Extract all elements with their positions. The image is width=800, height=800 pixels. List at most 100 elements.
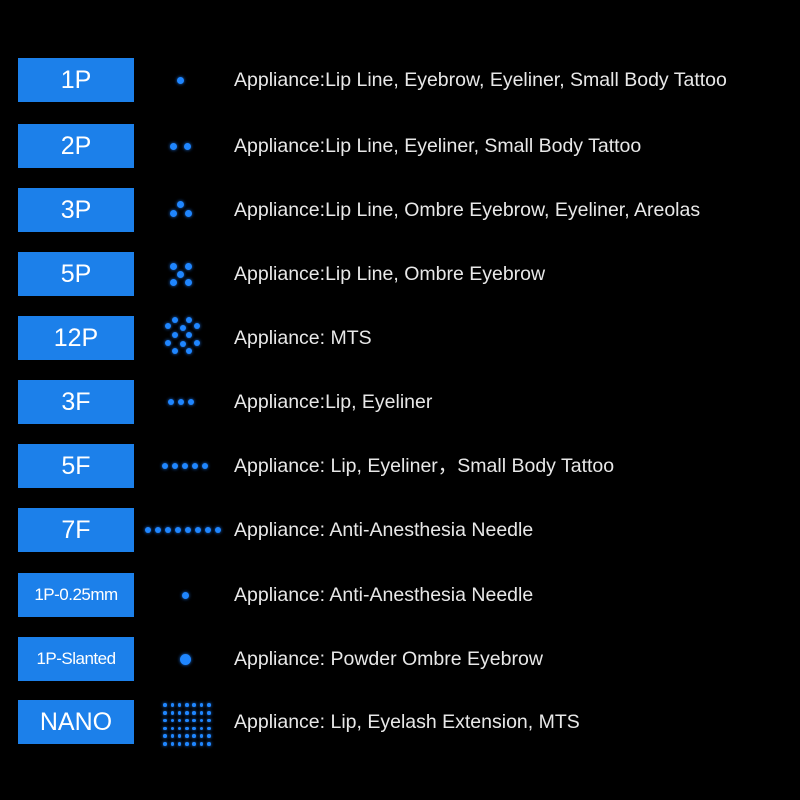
needle-row: 1P-Slanted Appliance: Powder Ombre Eyebro…: [0, 637, 800, 681]
needle-dot: [192, 711, 196, 715]
needle-dot: [175, 527, 181, 533]
needle-type-badge: 12P: [18, 316, 134, 360]
needle-dot: [185, 718, 189, 723]
needle-type-badge: NANO: [18, 700, 134, 744]
needle-row: NANO Appliance: Lip, Eyelash Extension, M…: [0, 700, 800, 746]
needle-type-badge: 2P: [18, 124, 134, 168]
needle-dot: [165, 527, 171, 533]
needle-dot: [170, 718, 175, 723]
needle-dot: [177, 703, 182, 707]
needle-row: 2P Appliance:Lip Line, Eyeliner, Small Bo…: [0, 124, 800, 168]
needle-dot: [192, 726, 196, 731]
needle-dot: [177, 718, 182, 723]
appliance-text: Appliance: MTS: [234, 327, 372, 349]
needle-dot: [207, 734, 211, 738]
appliance-text: Appliance: Anti-Anesthesia Needle: [234, 584, 534, 606]
needle-dot: [163, 726, 167, 731]
needle-dot: [186, 332, 192, 338]
1p-slanted-dot-icon: [140, 617, 230, 701]
needle-dot: [177, 734, 182, 738]
needle-dot: [163, 734, 167, 738]
appliance-text: Appliance:Lip Line, Ombre Eyebrow: [234, 263, 546, 285]
needle-dot: [172, 332, 178, 338]
needle-dot: [194, 340, 200, 346]
needle-dot: [163, 742, 167, 746]
needle-dot: [185, 527, 191, 533]
12p-dots-icon: [140, 296, 230, 380]
1p-025-dot-icon: [140, 553, 230, 637]
needle-dot: [207, 711, 211, 715]
needle-dot: [199, 711, 204, 715]
needle-type-badge: 3F: [18, 380, 134, 424]
needle-dot: [180, 325, 186, 331]
needle-dot: [183, 142, 191, 150]
needle-dot: [162, 463, 168, 469]
needle-dot: [192, 703, 196, 707]
needle-dot: [199, 726, 204, 731]
needle-dot: [172, 348, 178, 354]
needle-type-badge: 5P: [18, 252, 134, 296]
5p-dots-icon: [140, 232, 230, 316]
2p-dots-icon: [140, 104, 230, 188]
needle-dot: [184, 262, 192, 270]
needle-dot: [178, 399, 184, 405]
needle-row: 3P Appliance:Lip Line, Ombre Eyebrow, Eye…: [0, 188, 800, 232]
needle-type-badge: 1P: [18, 58, 134, 102]
needle-dot: [207, 703, 211, 707]
1p-dot-icon: [140, 38, 230, 122]
needle-dot: [192, 742, 196, 746]
needle-dot: [168, 399, 174, 405]
needle-dot: [192, 463, 198, 469]
needle-dot: [145, 527, 151, 533]
needle-type-badge: 1P-Slanted: [18, 637, 134, 681]
needle-type-badge: 7F: [18, 508, 134, 552]
5f-dots-icon: [140, 424, 230, 508]
needle-dot: [163, 718, 167, 723]
needle-type-badge: 3P: [18, 188, 134, 232]
needle-dot: [184, 209, 192, 217]
appliance-text: Appliance:Lip Line, Eyeliner, Small Body…: [234, 135, 642, 157]
needle-dot: [176, 76, 184, 84]
needle-dot: [199, 742, 204, 746]
needle-dot: [215, 527, 221, 533]
appliance-text: Appliance: Anti-Anesthesia Needle: [234, 519, 534, 541]
needle-dot: [185, 711, 189, 715]
needle-row: 12P Appliance: MTS: [0, 316, 800, 360]
needle-dot: [195, 527, 201, 533]
needle-dot: [169, 142, 177, 150]
3f-dots-icon: [140, 360, 230, 444]
needle-dot: [185, 703, 189, 707]
needle-dot: [170, 734, 175, 738]
needle-dot: [163, 711, 167, 715]
needle-dot: [170, 703, 175, 707]
needle-dot: [182, 463, 188, 469]
needle-dot: [180, 341, 186, 347]
needle-dot: [199, 703, 204, 707]
needle-dot: [207, 742, 211, 746]
needle-dot: [192, 734, 196, 738]
appliance-text: Appliance:Lip Line, Ombre Eyebrow, Eyeli…: [234, 199, 701, 221]
needle-dot: [184, 278, 192, 286]
appliance-text: Appliance: Lip, Eyelash Extension, MTS: [234, 711, 580, 733]
nano-grid-icon: [140, 680, 230, 764]
needle-dot: [170, 711, 175, 715]
needle-dot: [176, 270, 184, 278]
needle-dot: [172, 463, 178, 469]
needle-dot: [186, 317, 192, 323]
needle-row: 5P Appliance:Lip Line, Ombre Eyebrow: [0, 252, 800, 296]
needle-dot: [192, 718, 196, 723]
needle-dot: [169, 209, 177, 217]
needle-dot: [205, 527, 211, 533]
needle-dot: [207, 718, 211, 723]
needle-dot: [170, 742, 175, 746]
needle-dot: [170, 726, 175, 731]
needle-dot: [186, 348, 192, 354]
needle-dot: [172, 317, 178, 323]
needle-type-badge: 5F: [18, 444, 134, 488]
appliance-text: Appliance: Powder Ombre Eyebrow: [234, 648, 543, 670]
needle-dot: [199, 718, 204, 723]
needle-dot: [181, 591, 189, 599]
